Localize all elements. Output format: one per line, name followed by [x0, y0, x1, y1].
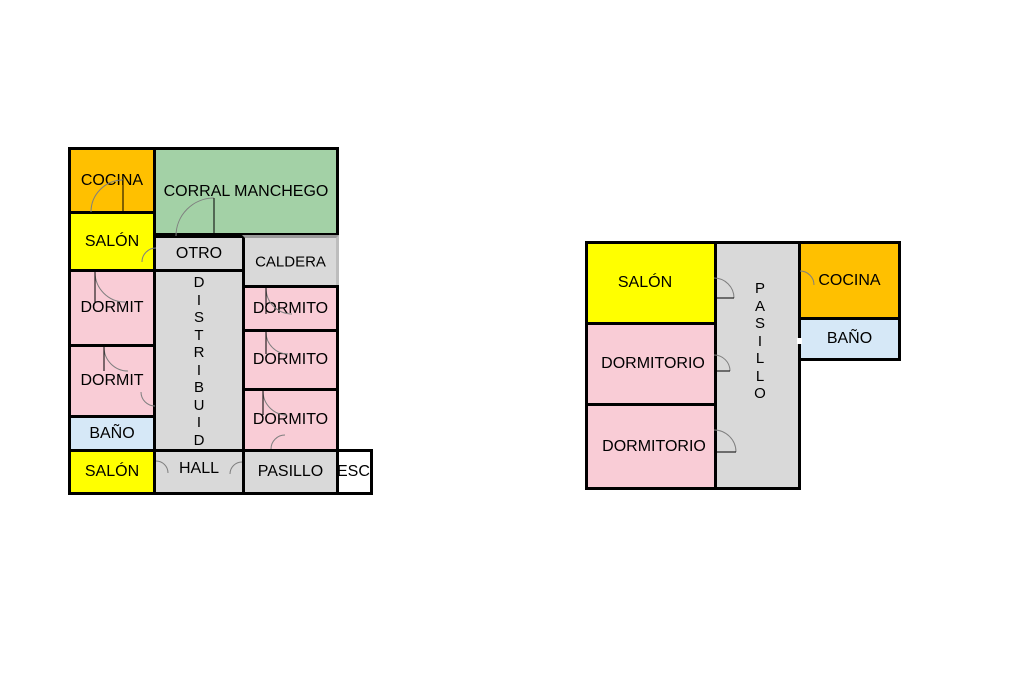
room-label: ESC	[337, 463, 370, 480]
vertical-letter: D	[193, 431, 205, 449]
vertical-letter: B	[193, 379, 204, 396]
vertical-letter: I	[196, 291, 202, 309]
room-label: DORMITORIO	[601, 355, 705, 372]
room-salon-top: SALÓN	[68, 211, 156, 272]
vertical-letter: L	[755, 367, 765, 385]
vertical-letter: I	[757, 332, 763, 350]
room-distribuidor: DISTRIBUIDOR	[153, 269, 245, 452]
vertical-letter: R	[193, 344, 205, 361]
room-label: COCINA	[818, 271, 881, 289]
vertical-letter: I	[196, 361, 202, 379]
room-caldera: CALDERA	[242, 235, 339, 288]
room-label: BAÑO	[89, 424, 135, 442]
vertical-letter: L	[755, 350, 765, 367]
room-cocina: COCINA	[798, 241, 901, 320]
room-label: DORMITORIO	[602, 437, 706, 455]
room-label: DORMIT	[80, 372, 144, 389]
room-dormitorio-2: DORMITORIO	[585, 403, 717, 490]
room-label: DORMITO	[252, 351, 329, 368]
vertical-letter: D	[193, 274, 205, 291]
vertical-letter: I	[196, 414, 202, 431]
room-label: PASILLO	[257, 463, 324, 480]
room-pasillo: PASILLO	[242, 449, 339, 495]
room-label: SALÓN	[84, 463, 140, 480]
room-label: CALDERA	[255, 253, 326, 270]
room-dormito-3: DORMITO	[242, 388, 339, 452]
vertical-letter: S	[193, 309, 204, 326]
room-label: SALÓN	[84, 232, 140, 250]
room-dormitorio-1: DORMITORIO	[585, 322, 717, 406]
vertical-letter: O	[754, 385, 766, 402]
room-label: DORMIT	[80, 299, 144, 316]
room-esc: ESC	[336, 449, 373, 495]
room-label-vertical: DISTRIBUIDOR	[156, 274, 242, 449]
vertical-letter: U	[193, 396, 205, 414]
room-label: DORMITO	[252, 411, 329, 428]
vertical-letter: S	[754, 315, 765, 332]
vertical-letter: A	[754, 297, 765, 315]
room-label: SALÓN	[617, 274, 673, 291]
room-salon: SALÓN	[585, 241, 717, 325]
room-label: HALL	[178, 460, 220, 477]
room-label: CORRAL MANCHEGO	[163, 182, 329, 200]
vertical-letter: T	[194, 326, 204, 344]
vertical-letter: P	[754, 280, 765, 297]
room-label: BAÑO	[826, 330, 873, 347]
room-label: OTRO	[175, 244, 223, 262]
room-bano: BAÑO	[798, 317, 901, 361]
